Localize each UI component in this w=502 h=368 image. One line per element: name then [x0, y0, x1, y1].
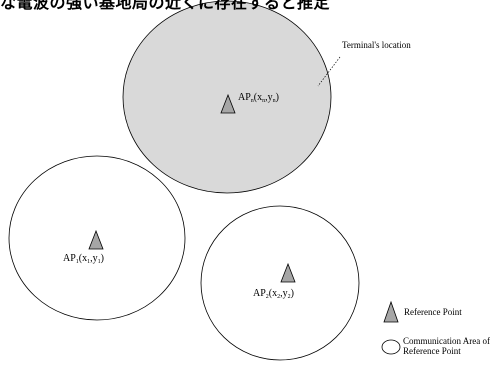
ap-2-label: AP2(x2,y2) [253, 288, 294, 300]
legend-reference-point-label: Reference Point [404, 307, 462, 317]
ap-1-label: AP1(x1,y1) [63, 253, 104, 265]
reference-point-n-marker [220, 93, 236, 114]
terminal-location-callout: Terminal's location [342, 40, 411, 50]
legend-reference-point-icon [383, 300, 399, 323]
legend-communication-area-label-line1: Communication Area of [403, 336, 490, 346]
legend-communication-area-icon [381, 339, 401, 355]
ap-n-label: APn(xn,yn) [238, 92, 279, 104]
legend-communication-area-label-line2: Reference Point [403, 346, 461, 356]
header-text: な電波の強い基地局の近くに存在すると推定 [0, 0, 331, 12]
communication-area-2 [200, 205, 360, 361]
reference-point-2-marker [280, 262, 296, 283]
callout-leader [317, 56, 341, 87]
reference-point-1-marker [88, 229, 104, 250]
